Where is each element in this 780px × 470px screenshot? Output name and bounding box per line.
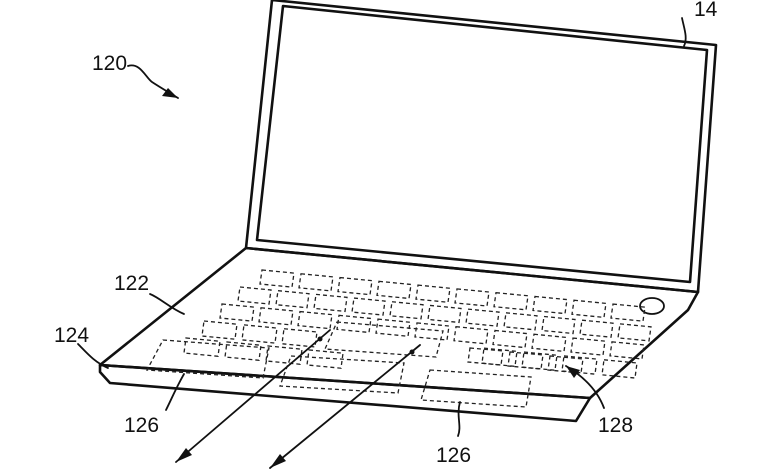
base-hinge-line (245, 247, 699, 293)
trackpad-outline (324, 321, 444, 358)
ref-label-126-right: 126 (436, 444, 471, 467)
projection-arrows (175, 329, 421, 469)
key-outline (493, 291, 529, 311)
reference-numerals: 120 14 122 124 126 126 128 (54, 0, 718, 467)
ref-label-122: 122 (114, 272, 149, 295)
arrow-origin-dot-right (409, 349, 415, 355)
palmrest-region-center (279, 355, 405, 394)
key-outline (570, 337, 606, 356)
key-outline (281, 328, 318, 348)
lead-128-arrowhead (566, 366, 580, 378)
key-outline (541, 315, 576, 335)
key-outline (453, 325, 489, 345)
key-outline (571, 299, 607, 319)
key-outline (617, 323, 652, 342)
lead-126-right (457, 401, 461, 437)
key-outline (183, 337, 221, 358)
arrow-origin-dot-left (317, 336, 323, 342)
key-outline (481, 347, 518, 368)
lead-14 (681, 17, 687, 47)
key-outline (376, 280, 412, 300)
key-outline (237, 286, 272, 305)
key-outline (336, 314, 372, 334)
key-outline (275, 289, 310, 309)
key-outline (258, 307, 294, 326)
lead-122 (149, 293, 185, 315)
key-outline (241, 324, 278, 344)
key-outline (465, 308, 500, 327)
lead-124 (77, 343, 109, 369)
key-outline (507, 351, 544, 370)
key-outline (389, 301, 424, 320)
ref-label-128: 128 (598, 414, 633, 437)
ref-label-124: 124 (54, 324, 89, 347)
key-outline (224, 341, 262, 361)
lead-120-arrowhead (162, 88, 178, 98)
arrow-head-left (176, 448, 192, 462)
base-top-surface (98, 246, 700, 400)
key-outline (610, 303, 646, 322)
display-screen (255, 4, 709, 284)
palmrest-region-right (420, 369, 532, 408)
key-outline (265, 345, 303, 365)
key-outline (492, 329, 528, 349)
key-outline (259, 269, 295, 288)
touch-regions (145, 321, 532, 408)
keyboard-key-grid (183, 269, 652, 379)
key-outline (313, 293, 348, 313)
key-outline (579, 319, 614, 338)
key-outline (532, 295, 568, 315)
key-outline (531, 333, 567, 353)
key-outline (427, 304, 462, 324)
key-outline (454, 288, 490, 307)
base-front-edge (98, 363, 592, 423)
key-outline (337, 276, 373, 296)
key-outline (351, 297, 386, 316)
laptop-base (98, 246, 700, 423)
key-outline (561, 355, 598, 375)
lead-lines (77, 17, 687, 437)
display-lid (244, 0, 718, 294)
key-outline (298, 273, 334, 292)
ref-label-120: 120 (92, 52, 127, 75)
key-outline (503, 312, 538, 331)
arrow-head-right (270, 454, 286, 468)
arrow-line-left (175, 329, 331, 463)
key-outline (547, 355, 584, 374)
key-outline (219, 303, 255, 322)
palmrest-region-left (145, 339, 270, 379)
key-outline (609, 341, 645, 360)
key-outline (297, 310, 333, 330)
key-outline (601, 359, 638, 379)
key-outline (306, 349, 344, 369)
ref-label-14: 14 (694, 0, 718, 21)
key-outline (201, 320, 238, 340)
key-outline (415, 284, 451, 303)
arrow-line-right (269, 344, 421, 469)
lead-126-left (165, 373, 185, 411)
key-outline (467, 347, 504, 366)
key-outline (414, 322, 450, 341)
key-outline (521, 351, 558, 371)
ref-label-126-left: 126 (124, 414, 159, 437)
key-outline (375, 318, 411, 337)
power-button (639, 297, 665, 315)
